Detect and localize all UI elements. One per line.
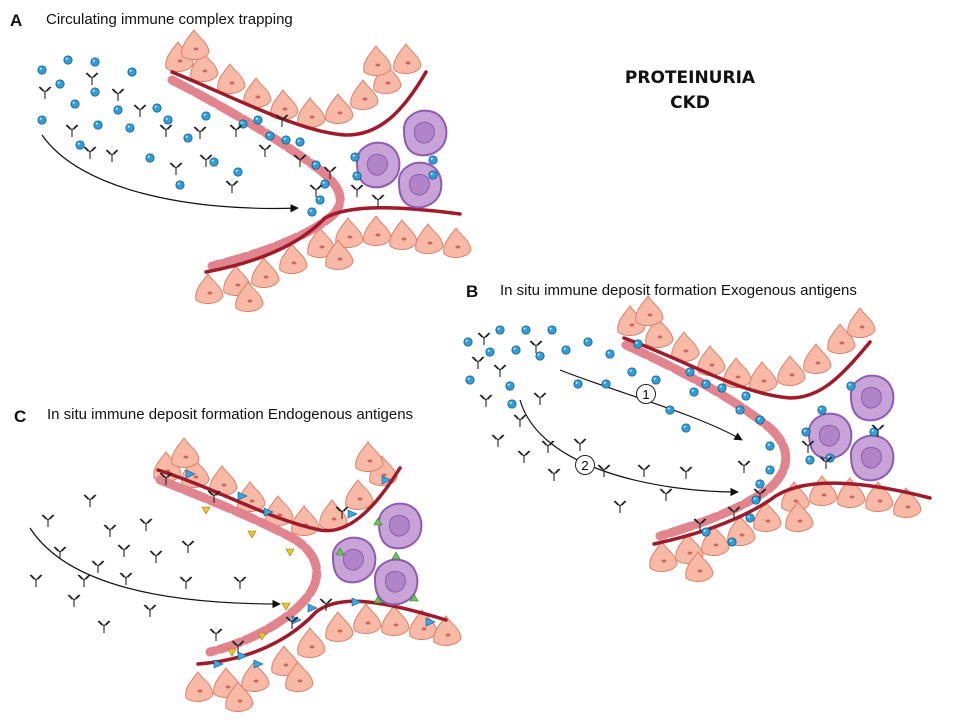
headline: PROTEINURIA CKD bbox=[610, 66, 770, 116]
route-marker-1: 1 bbox=[636, 384, 656, 404]
route-marker-2: 2 bbox=[575, 455, 595, 475]
svg-text:1: 1 bbox=[642, 387, 649, 402]
panel-c-illustration bbox=[29, 437, 462, 712]
panel-b-label: B bbox=[466, 282, 479, 301]
panel-b-caption: In situ immune deposit formation Exogeno… bbox=[500, 282, 857, 299]
panel-c-caption: In situ immune deposit formation Endogen… bbox=[47, 406, 414, 423]
panel-b-illustration: 1 2 bbox=[463, 295, 932, 582]
panel-a-label: A bbox=[10, 11, 23, 30]
headline-ckd: CKD bbox=[670, 93, 710, 113]
headline-proteinuria: PROTEINURIA bbox=[624, 68, 756, 88]
panel-c-label: C bbox=[14, 407, 27, 426]
svg-text:2: 2 bbox=[581, 458, 588, 473]
panel-a-caption: Circulating immune complex trapping bbox=[46, 11, 293, 28]
panel-a-illustration bbox=[37, 29, 472, 312]
